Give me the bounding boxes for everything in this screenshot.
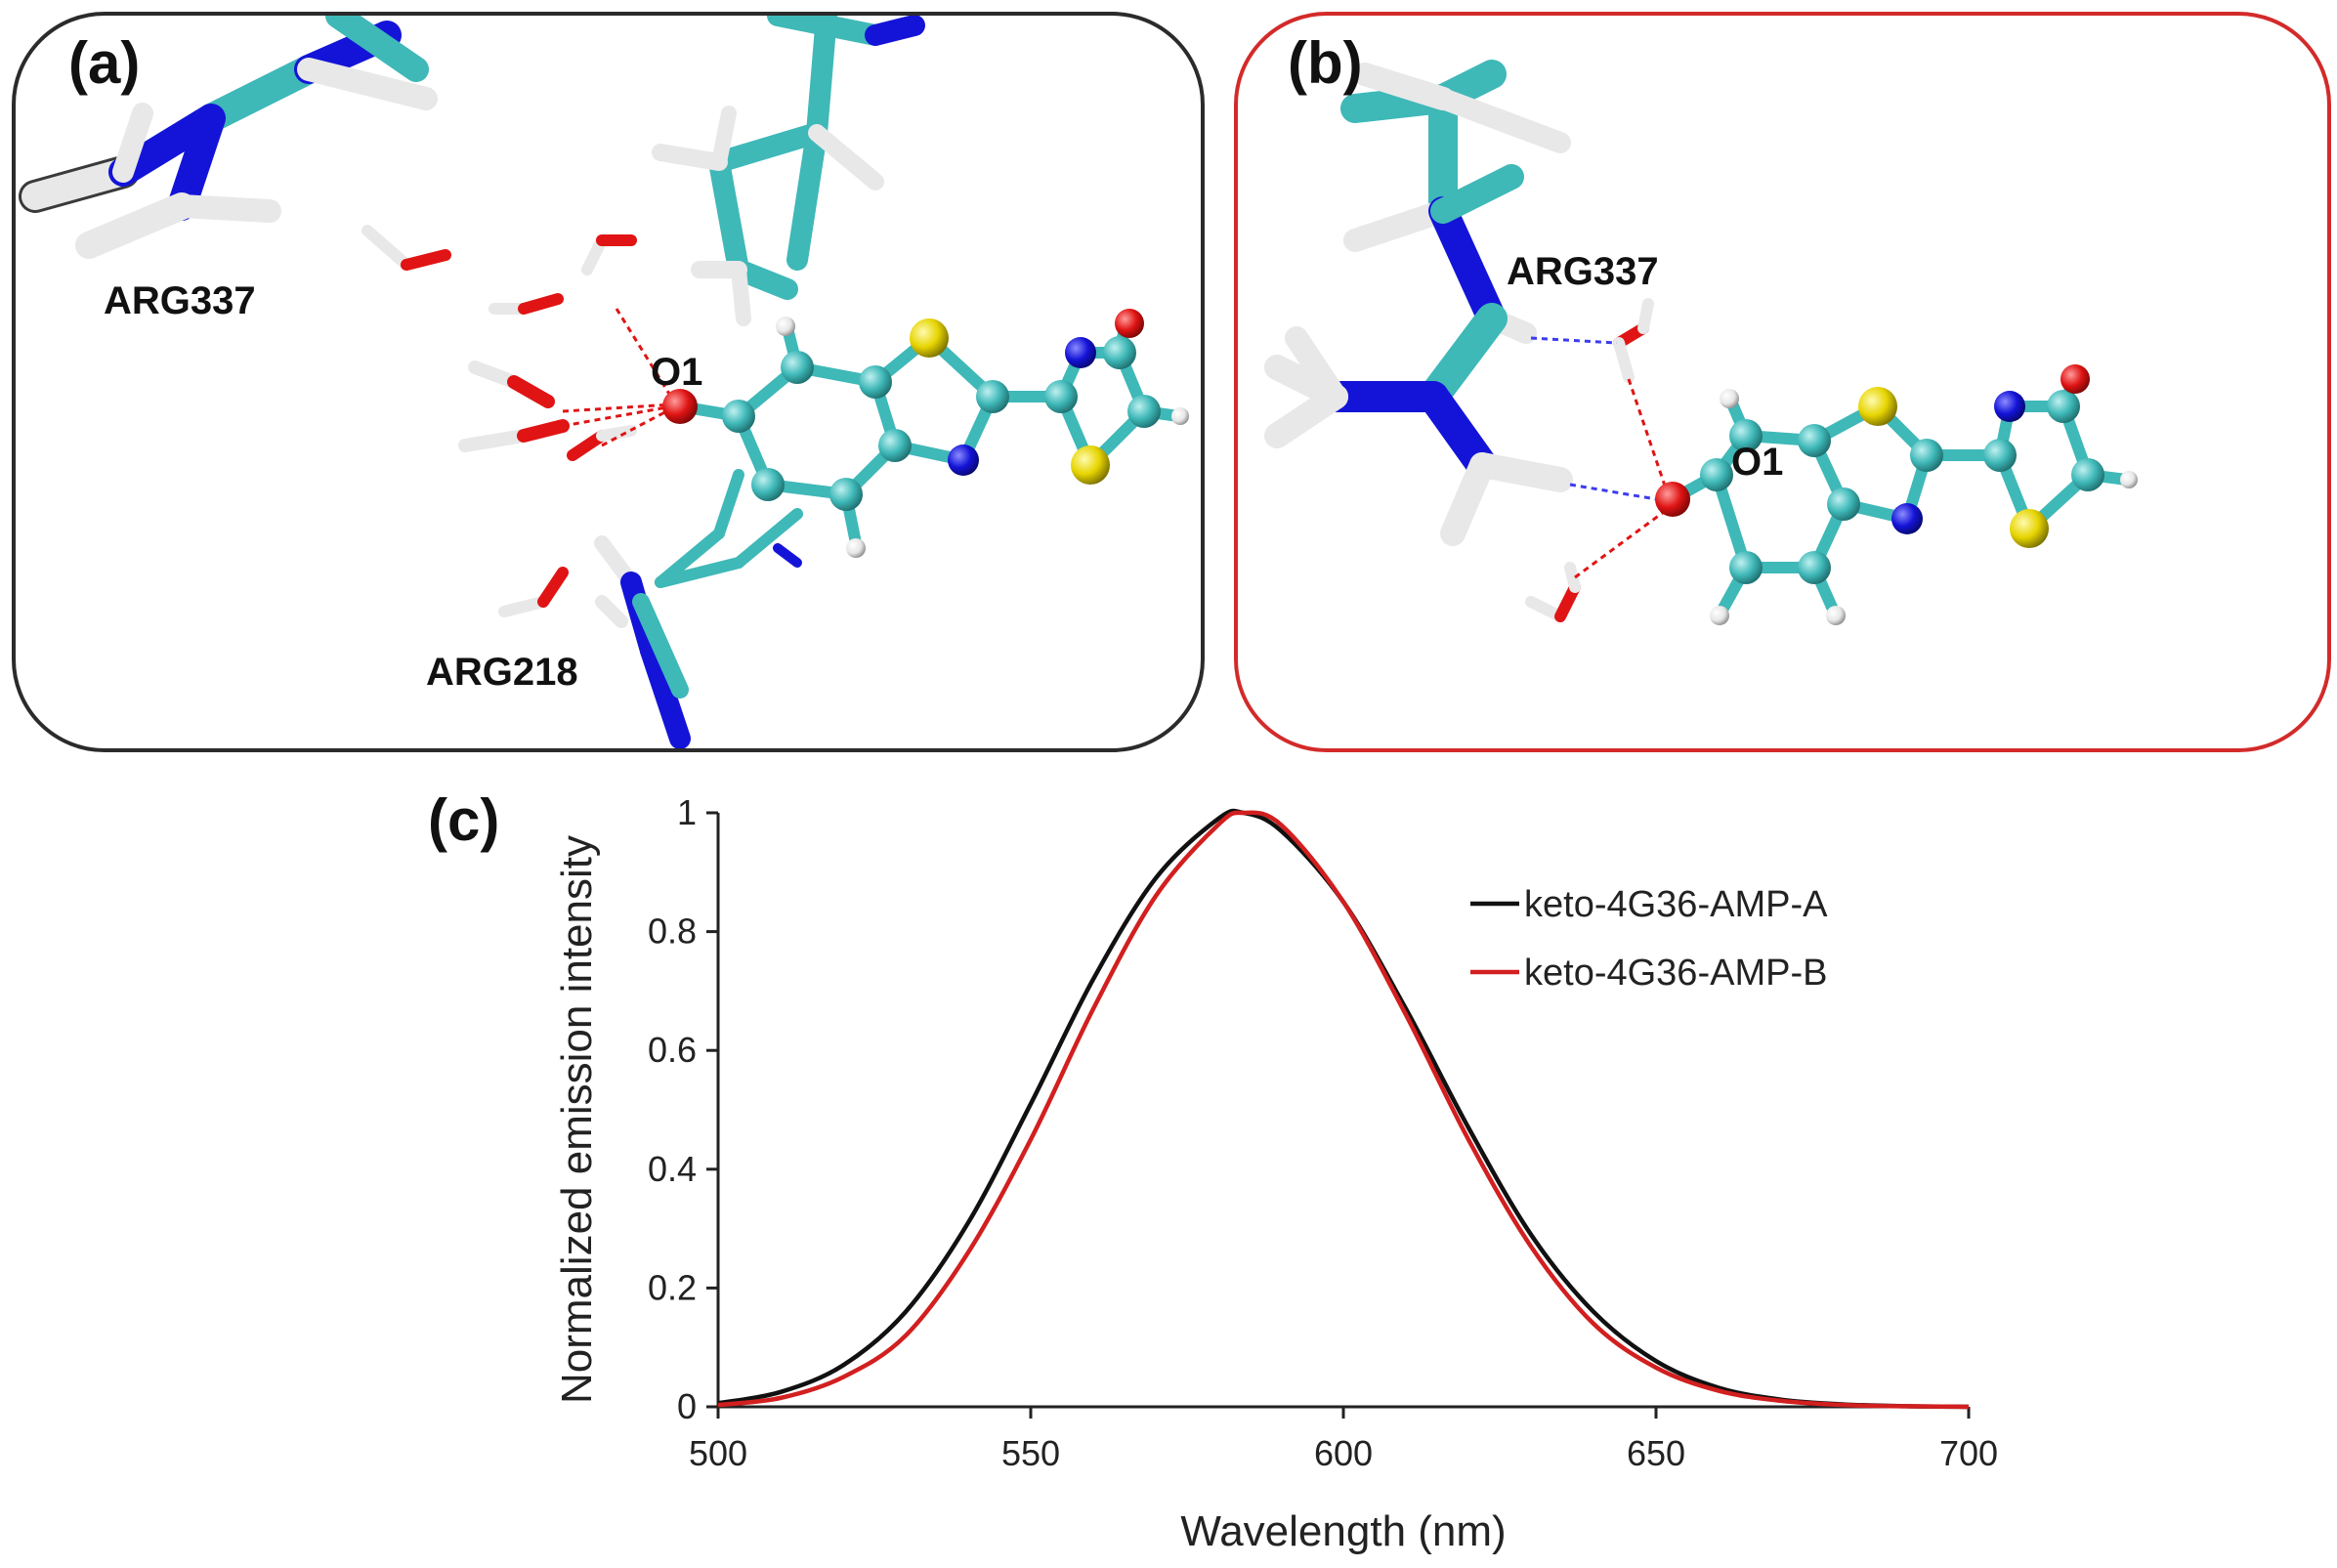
y-tick-label: 1 [677, 792, 697, 832]
y-axis-title: Normalized emission intensity [553, 835, 601, 1404]
arg337-sticks [1264, 60, 1573, 546]
y-tick-label: 0.8 [648, 911, 697, 952]
panel-b-label: (b) [1288, 30, 1363, 96]
hydrogen-bonds [562, 308, 674, 447]
panel-b-molecule-render: ARG337 O1 [1264, 60, 2138, 625]
atom-o1 [1655, 482, 1690, 517]
panel-a-label-arg218: ARG218 [426, 651, 578, 694]
x-tick-label: 600 [1314, 1433, 1373, 1473]
y-tick-label: 0.6 [648, 1030, 697, 1070]
panel-b-label-arg337: ARG337 [1507, 250, 1659, 293]
y-tick-label: 0 [677, 1386, 697, 1426]
legend-label: keto-4G36-AMP-A [1524, 884, 1828, 925]
chart-ticks: 500 550 600 650 700 0 0.2 0.4 0.6 0.8 1 [648, 792, 1998, 1473]
y-tick-label: 0.4 [648, 1149, 697, 1189]
ring-fragment-sticks [652, 16, 925, 326]
ligand-ball-and-stick [1655, 364, 2138, 625]
ligand-ball-and-stick [662, 309, 1189, 558]
arg337-sticks [19, 16, 438, 259]
panel-b-frame: ARG337 O1 [1234, 12, 2331, 752]
legend-label: keto-4G36-AMP-B [1524, 953, 1827, 994]
series-line-b [717, 810, 1970, 1410]
panel-a-frame: ARG337 ARG218 O1 [12, 12, 1205, 752]
water-molecules [1525, 298, 1654, 622]
y-tick-label: 0.2 [648, 1267, 697, 1307]
panel-a-label: (a) [68, 30, 141, 96]
panel-c-label: (c) [428, 787, 500, 853]
chart-axes [716, 813, 1969, 1409]
x-tick-label: 550 [1001, 1433, 1060, 1473]
panel-a-molecule-render: ARG337 ARG218 O1 [19, 16, 1189, 748]
panel-b-label-o1: O1 [1731, 441, 1783, 484]
atom-o1 [662, 389, 698, 424]
series-line-a [717, 808, 1970, 1410]
x-tick-label: 700 [1939, 1433, 1998, 1473]
hydrogen-bonds [1530, 336, 1670, 579]
x-axis-title: Wavelength (nm) [1180, 1507, 1506, 1555]
arg218-sticks [594, 469, 803, 748]
water-molecules [361, 225, 637, 617]
panel-a-label-arg337: ARG337 [104, 279, 256, 322]
panel-a-label-o1: O1 [651, 351, 702, 394]
x-tick-label: 500 [689, 1433, 747, 1473]
chart-legend: keto-4G36-AMP-A keto-4G36-AMP-B [1470, 884, 1828, 994]
chart-series [717, 808, 1970, 1410]
x-tick-label: 650 [1627, 1433, 1685, 1473]
